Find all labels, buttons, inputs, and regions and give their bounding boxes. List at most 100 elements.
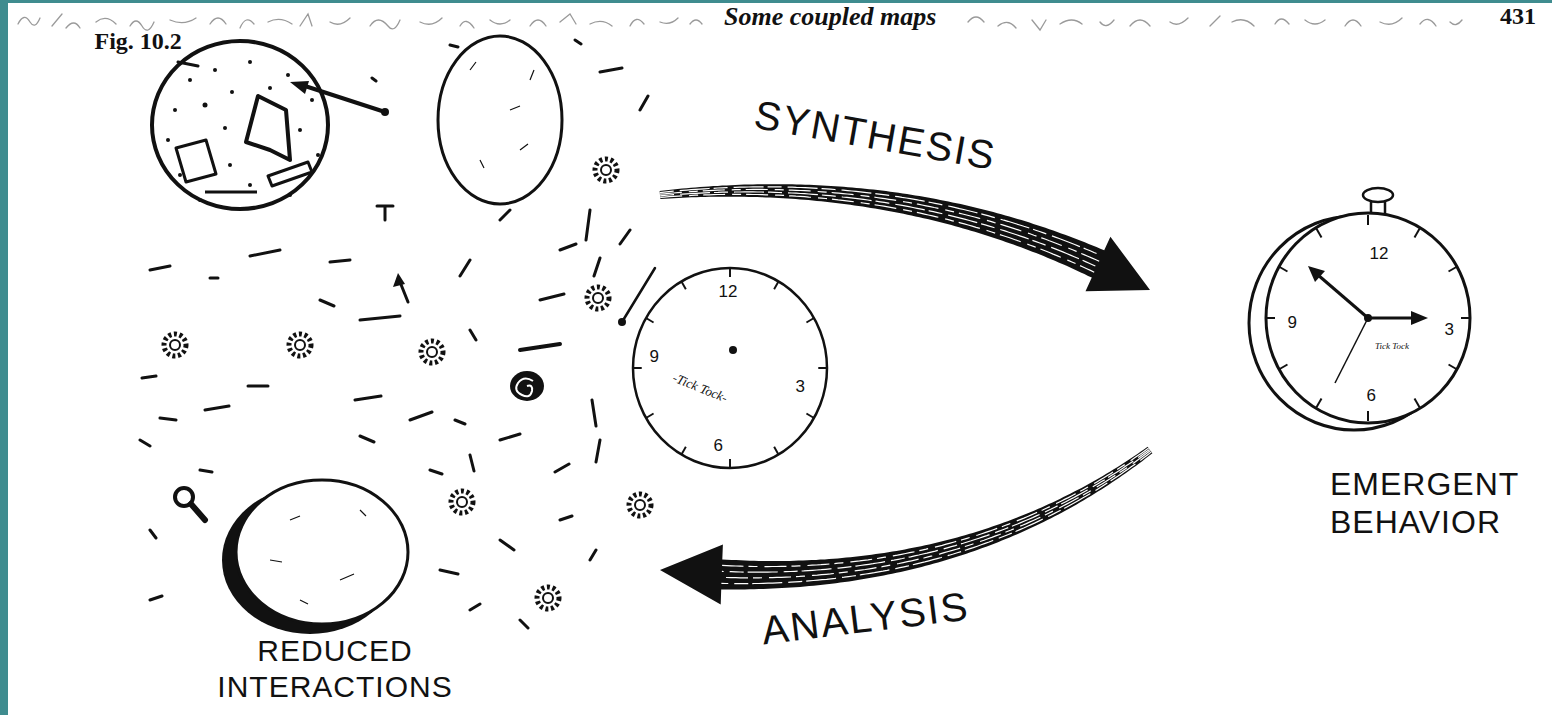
- drawing-path: [205, 191, 257, 194]
- drawing-circle: [203, 103, 208, 108]
- drawing-circle: [248, 60, 252, 64]
- drawing-ellipse: [236, 480, 408, 624]
- page-border: [0, 0, 8, 715]
- drawing-circle: [178, 173, 182, 177]
- drawing-line: [682, 447, 686, 455]
- drawing-line: [1415, 399, 1420, 408]
- drawing-line: [806, 414, 814, 419]
- drawing-path: [191, 504, 205, 520]
- drawing-circle: [230, 90, 234, 94]
- arrow-hatching: [660, 192, 1097, 267]
- arrow-hatching: [722, 449, 1150, 572]
- drawing-line: [633, 367, 642, 369]
- arrow-hatching: [660, 189, 1099, 261]
- drawing-line: [1335, 318, 1368, 383]
- drawing-line: [729, 268, 731, 277]
- drawing-line: [1265, 317, 1275, 319]
- drawing-circle: [213, 68, 217, 72]
- drawing-line: [1367, 411, 1369, 421]
- drawing-use: [289, 334, 311, 356]
- drawing-line: [646, 318, 654, 323]
- drawing-path: [305, 86, 385, 112]
- drawing-path: [400, 282, 408, 302]
- drawing-ellipse: [1363, 188, 1393, 202]
- dial-numeral: 6: [714, 436, 723, 456]
- drawing-path: [140, 40, 648, 628]
- drawing-circle: [298, 128, 302, 132]
- drawing-line: [1279, 267, 1288, 272]
- arrow-label: ANALYSIS: [758, 582, 971, 653]
- drawing-path: [516, 378, 533, 396]
- drawing-use: [629, 494, 651, 516]
- drawing-circle: [223, 126, 227, 130]
- arrow-body: [660, 447, 1152, 605]
- drawing-line: [646, 414, 654, 419]
- dial-numeral: 9: [1288, 313, 1297, 333]
- dial-numeral: 12: [1370, 244, 1389, 264]
- case-back: [222, 480, 408, 634]
- drawing-g: [633, 268, 827, 468]
- drawing-g: [166, 60, 320, 202]
- arrow-hatching: [660, 187, 1102, 256]
- drawing-line: [1449, 267, 1458, 272]
- curved-arrow: [660, 184, 1150, 291]
- drawing-ellipse: [633, 268, 827, 468]
- drawing-path: [246, 96, 290, 160]
- drawing-line: [729, 459, 731, 468]
- drawing-ellipse: [1266, 213, 1470, 423]
- drawing-line: [818, 367, 827, 369]
- drawing-polygon: [393, 273, 405, 287]
- dial-numeral: 9: [650, 347, 659, 367]
- pocket-watch: [1249, 188, 1471, 430]
- drawing-line: [1279, 365, 1288, 370]
- watch-crystal: [438, 36, 562, 204]
- drawing-polygon: [290, 81, 309, 94]
- drawing-circle: [729, 346, 737, 354]
- movement-plate: [152, 41, 328, 209]
- figure-number: Fig. 10.2: [95, 28, 182, 56]
- drawing-polygon: [1411, 311, 1428, 325]
- drawing-circle: [198, 198, 202, 202]
- drawing-line: [1318, 275, 1368, 318]
- drawing-use: [451, 491, 473, 513]
- drawing-circle: [316, 153, 320, 157]
- drawing-use: [595, 159, 617, 181]
- drawing-circle: [173, 108, 177, 112]
- drawing-circle: [618, 318, 626, 326]
- drawing-path: [176, 140, 216, 182]
- figure-caption: EMERGENT BEHAVIOR: [1330, 465, 1540, 542]
- dial-numeral: 12: [719, 282, 738, 302]
- drawing-line: [1367, 215, 1369, 225]
- loose-dial: [633, 268, 827, 468]
- drawing-circle: [248, 183, 252, 187]
- figure-group: REDUCED INTERACTIONS: [120, 80, 660, 709]
- arrow-hatching: [722, 451, 1151, 578]
- drawing-use: [164, 334, 186, 356]
- arrow-hatching: [721, 452, 1151, 584]
- drawing-circle: [268, 86, 272, 90]
- drawing-ellipse: [510, 371, 544, 401]
- drawing-line: [1368, 317, 1412, 320]
- drawing-ellipse: [438, 36, 562, 204]
- drawing-line: [774, 281, 778, 289]
- curved-arrow: [660, 447, 1152, 605]
- drawing-circle: [228, 163, 232, 167]
- drawing-use: [587, 287, 609, 309]
- drawing-use: [421, 341, 443, 363]
- drawing-circle: [310, 98, 314, 102]
- loose-parts: [140, 40, 655, 628]
- drawing-path: [968, 16, 1462, 30]
- dial-numeral: 6: [1367, 386, 1376, 406]
- figure-caption: REDUCED INTERACTIONS: [185, 633, 485, 705]
- drawing-path: [470, 62, 534, 168]
- dial-inscription: -Tick Tock-: [670, 370, 729, 405]
- drawing-line: [806, 318, 814, 323]
- drawing-circle: [1364, 314, 1372, 322]
- drawing-line: [774, 447, 778, 455]
- drawing-path: [268, 162, 312, 186]
- drawing-circle: [286, 73, 290, 77]
- drawing-circle: [381, 108, 389, 116]
- drawing-path: [18, 14, 702, 30]
- drawing-line: [1461, 317, 1471, 319]
- mainspring: [510, 371, 544, 401]
